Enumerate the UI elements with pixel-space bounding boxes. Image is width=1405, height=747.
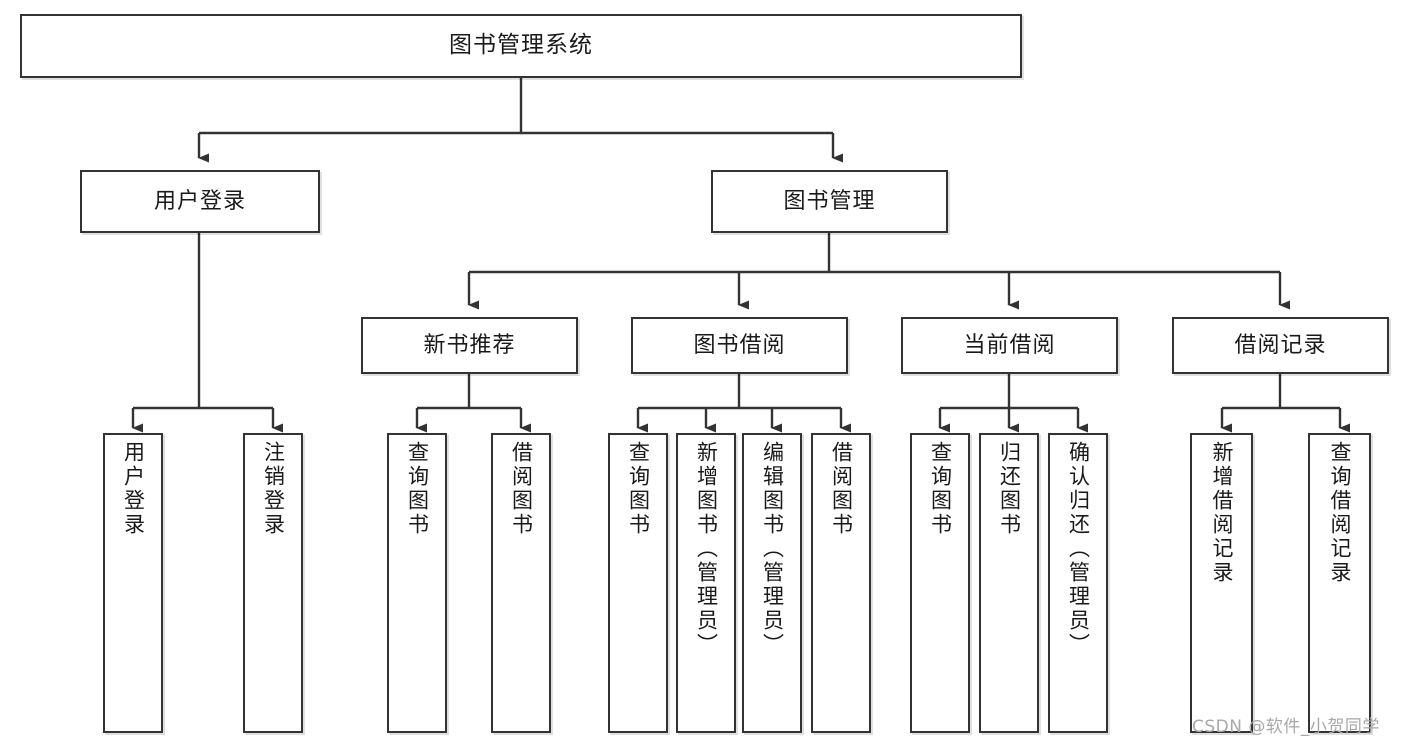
node-label: 归还图书 <box>997 441 1022 537</box>
node-label: 查询图书 <box>928 441 953 537</box>
leaf-newbook-borrow-book[interactable]: 借阅图书 <box>491 433 551 733</box>
node-label: 借阅记录 <box>1234 332 1327 358</box>
node-label: 确认归还（管理员） <box>1066 441 1091 657</box>
node-label: 图书管理 <box>783 188 876 214</box>
leaf-bookborrow-query-book[interactable]: 查询图书 <box>608 433 668 733</box>
leaf-newbook-query-book[interactable]: 查询图书 <box>387 433 447 733</box>
leaf-bookborrow-add-book-admin[interactable]: 新增图书（管理员） <box>676 433 736 733</box>
node-book-borrow[interactable]: 图书借阅 <box>631 317 848 374</box>
node-label: 图书管理系统 <box>449 32 593 59</box>
node-label: 查询借阅记录 <box>1328 441 1352 585</box>
node-book-management[interactable]: 图书管理 <box>711 170 948 233</box>
node-user-login[interactable]: 用户登录 <box>80 170 320 233</box>
node-label: 用户登录 <box>121 441 146 537</box>
leaf-currentborrow-query-book[interactable]: 查询图书 <box>910 433 970 733</box>
node-borrow-record[interactable]: 借阅记录 <box>1172 317 1389 374</box>
node-label: 编辑图书（管理员） <box>760 441 785 657</box>
node-label: 注销登录 <box>261 441 286 537</box>
node-label: 图书借阅 <box>693 332 786 358</box>
node-label: 新增图书（管理员） <box>694 441 719 657</box>
leaf-user-login-signin[interactable]: 用户登录 <box>103 433 163 733</box>
leaf-borrowrecord-query-record[interactable]: 查询借阅记录 <box>1308 433 1371 733</box>
leaf-borrowrecord-add-record[interactable]: 新增借阅记录 <box>1190 433 1253 733</box>
node-current-borrow[interactable]: 当前借阅 <box>901 317 1118 374</box>
csdn-watermark: CSDN @软件_小贺同学 <box>1192 717 1380 737</box>
leaf-user-login-signout[interactable]: 注销登录 <box>243 433 303 733</box>
node-label: 新书推荐 <box>423 332 516 358</box>
node-label: 查询图书 <box>626 441 651 537</box>
node-label: 用户登录 <box>153 188 246 214</box>
node-label: 查询图书 <box>405 441 430 537</box>
leaf-bookborrow-edit-book-admin[interactable]: 编辑图书（管理员） <box>742 433 802 733</box>
leaf-currentborrow-return-book[interactable]: 归还图书 <box>979 433 1039 733</box>
node-root-system[interactable]: 图书管理系统 <box>20 14 1022 78</box>
node-label: 新增借阅记录 <box>1210 441 1234 585</box>
leaf-currentborrow-confirm-return-admin[interactable]: 确认归还（管理员） <box>1048 433 1108 733</box>
leaf-bookborrow-borrow-book[interactable]: 借阅图书 <box>811 433 871 733</box>
node-label: 借阅图书 <box>509 441 534 537</box>
node-label: 当前借阅 <box>963 332 1056 358</box>
node-new-book-recommend[interactable]: 新书推荐 <box>361 317 578 374</box>
node-label: 借阅图书 <box>829 441 854 537</box>
